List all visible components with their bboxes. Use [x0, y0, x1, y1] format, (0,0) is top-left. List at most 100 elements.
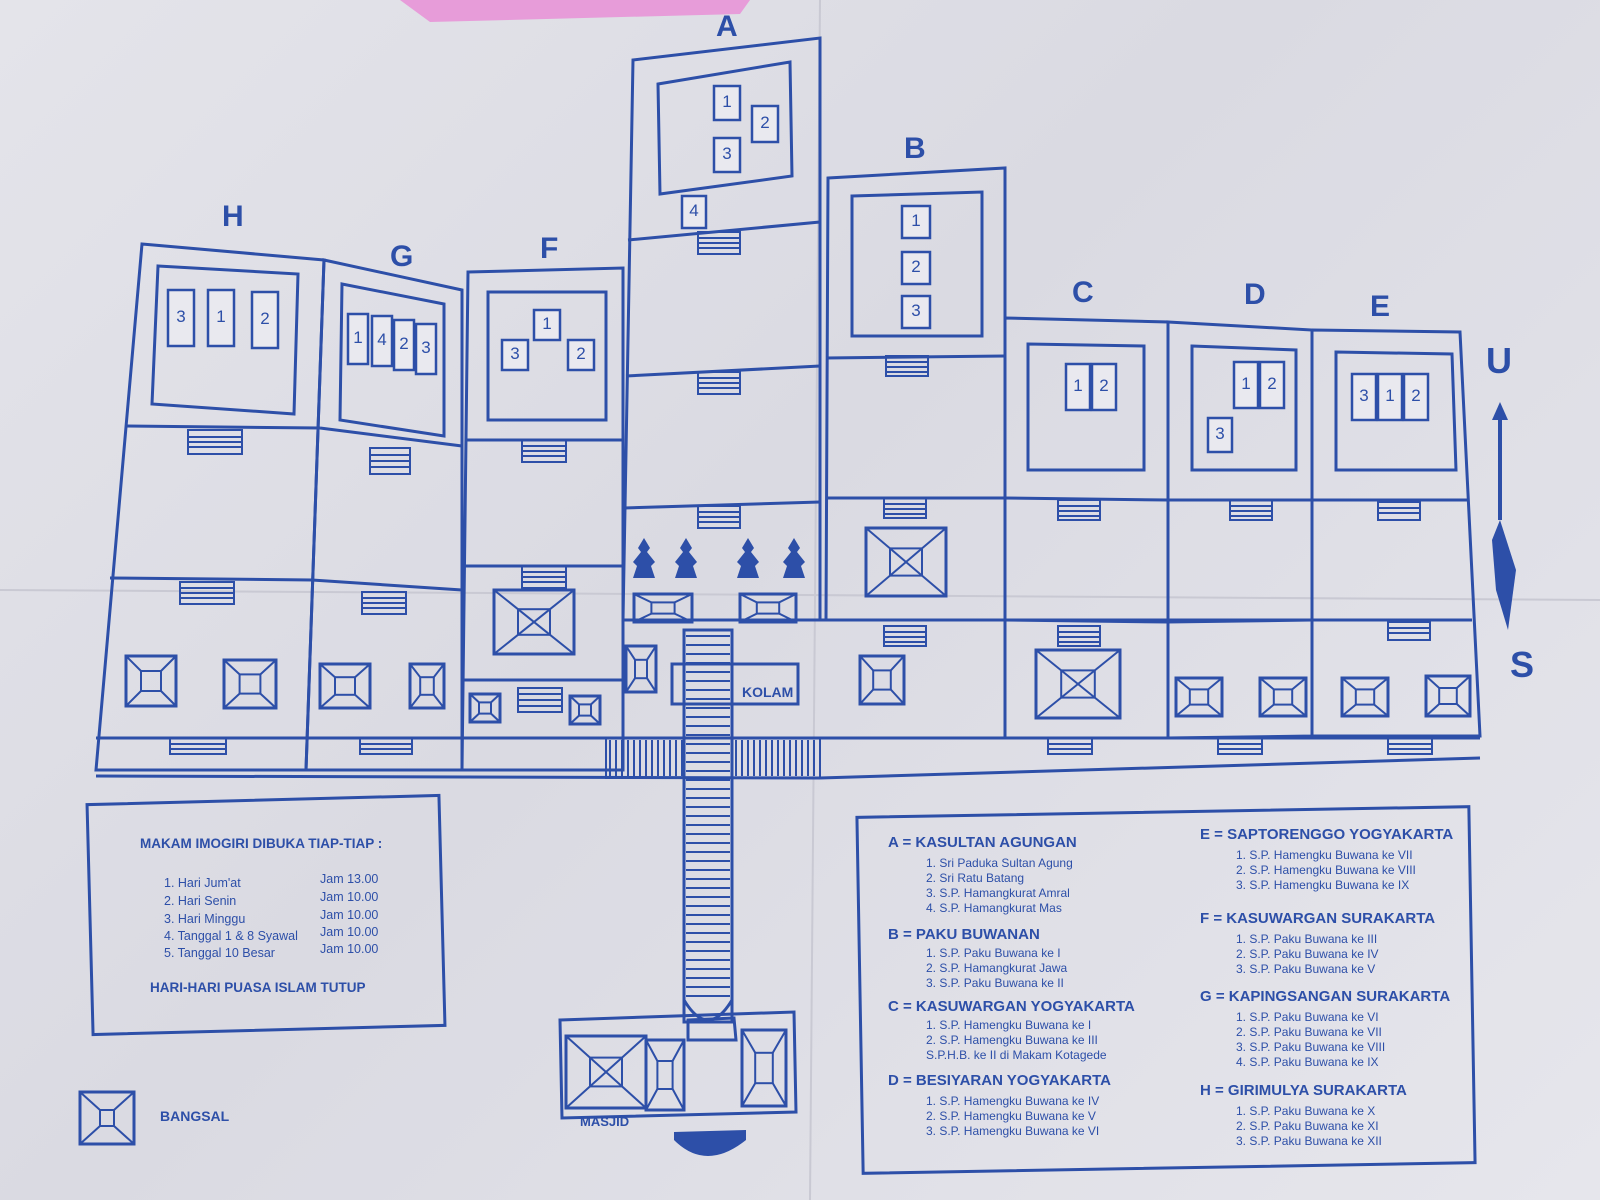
tomb-number-a: 3: [722, 144, 732, 163]
tomb-number-h: 3: [176, 307, 186, 326]
tomb-box-a: [712, 136, 742, 174]
legend-d-item: 3. S.P. Hamengku Buwana ke VI: [926, 1124, 1100, 1138]
pavilion-icon: [1424, 674, 1472, 718]
pavilion-icon: [1174, 676, 1224, 718]
schedule-day: 3. Hari Minggu: [164, 912, 246, 926]
tomb-box-c: [1064, 362, 1092, 412]
section-a-block: [621, 36, 822, 622]
schedule-time: Jam 10.00: [320, 908, 379, 922]
tomb-number-e: 1: [1385, 386, 1395, 405]
compass-south-label: S: [1510, 644, 1535, 685]
legend-f-item: 2. S.P. Paku Buwana ke IV: [1236, 947, 1379, 961]
kolam-label: KOLAM: [742, 684, 794, 700]
legend-h-item: 1. S.P. Paku Buwana ke X: [1236, 1104, 1376, 1118]
pavilion-cross-icon: [492, 588, 576, 656]
gate-band: [605, 737, 821, 779]
schedule-title: MAKAM IMOGIRI DIBUKA TIAP-TIAP :: [140, 836, 383, 851]
tomb-box-a: [750, 104, 780, 144]
schedule-time: Jam 13.00: [320, 872, 379, 886]
legend-c-item: S.P.H.B. ke II di Makam Kotagede: [926, 1048, 1107, 1062]
north-arrow: [1492, 402, 1516, 630]
legend-a-item: 3. S.P. Hamangkurat Amral: [926, 886, 1070, 900]
legend-a-item: 1. Sri Paduka Sultan Agung: [926, 856, 1073, 870]
legend-b-item: 2. S.P. Hamangkurat Jawa: [926, 961, 1068, 975]
pavilion-icon: [644, 1038, 686, 1112]
pavilion-icon: [624, 644, 658, 694]
legend-f-title: F = KASUWARGAN SURAKARTA: [1200, 910, 1436, 927]
tomb-box-b: [900, 294, 932, 330]
legend-e-item: 2. S.P. Hamengku Buwana ke VIII: [1236, 863, 1416, 877]
pavilion-icon: [632, 592, 694, 624]
tomb-number-b: 1: [911, 211, 921, 230]
tomb-number-a: 4: [689, 201, 699, 220]
pavilion-icon: [1340, 676, 1390, 718]
gate-statues: [633, 538, 805, 578]
pavilion-cross-icon: [1034, 648, 1122, 720]
tomb-number-c: 1: [1073, 376, 1083, 395]
schedule-box: [85, 793, 447, 1037]
tomb-number-a: 2: [760, 113, 770, 132]
pavilion-icon: [318, 662, 372, 710]
tomb-box-f: [500, 338, 530, 372]
legend-b-item: 3. S.P. Paku Buwana ke II: [926, 976, 1064, 990]
legend-h-title: H = GIRIMULYA SURAKARTA: [1200, 1082, 1407, 1099]
tomb-number-g: 4: [377, 330, 387, 349]
pavilion-cross-icon: [564, 1034, 648, 1110]
legend-g-item: 3. S.P. Paku Buwana ke VIII: [1236, 1040, 1386, 1054]
legend-box: [855, 805, 1477, 1175]
tomb-number-a: 1: [722, 92, 732, 111]
masjid-label: MASJID: [580, 1114, 630, 1129]
legend-h-item: 2. S.P. Paku Buwana ke XI: [1236, 1119, 1379, 1133]
legend-a-item: 2. Sri Ratu Batang: [926, 871, 1025, 885]
legend-d-item: 2. S.P. Hamengku Buwana ke V: [926, 1109, 1096, 1123]
tomb-number-g: 1: [353, 328, 363, 347]
tomb-number-g: 3: [421, 338, 431, 357]
tomb-box-h: [250, 290, 280, 350]
schedule-day: 5. Tanggal 10 Besar: [164, 946, 275, 960]
bangsal-legend-icon: [78, 1090, 136, 1146]
schedule-day: 1. Hari Jum'at: [164, 876, 241, 890]
gate-statue-icon: [783, 538, 805, 578]
legend-e-item: 1. S.P. Hamengku Buwana ke VII: [1236, 848, 1413, 862]
stairs: [169, 231, 1433, 755]
kolam-pool: [670, 662, 800, 706]
tomb-number-g: 2: [399, 334, 409, 353]
schedule-time: Jam 10.00: [320, 925, 379, 939]
tomb-box-e: [1350, 372, 1378, 422]
section-label-d: D: [1244, 278, 1266, 311]
tomb-number-c: 2: [1099, 376, 1109, 395]
legend-c-item: 2. S.P. Hamengku Buwana ke III: [926, 1033, 1098, 1047]
legend-b-title: B = PAKU BUWANAN: [888, 926, 1040, 943]
tomb-number-h: 2: [260, 309, 270, 328]
legend-b-item: 1. S.P. Paku Buwana ke I: [926, 946, 1061, 960]
compass-north-label: U: [1486, 340, 1512, 381]
legend-g-item: 2. S.P. Paku Buwana ke VII: [1236, 1025, 1382, 1039]
legend-f-item: 3. S.P. Paku Buwana ke V: [1236, 962, 1376, 976]
schedule-time: Jam 10.00: [320, 942, 379, 956]
legend-c-item: 1. S.P. Hamengku Buwana ke I: [926, 1018, 1092, 1032]
highlight-mark: [400, 0, 750, 22]
legend-g-item: 1. S.P. Paku Buwana ke VI: [1236, 1010, 1379, 1024]
section-label-c: C: [1072, 276, 1094, 309]
legend-e-title: E = SAPTORENGGO YOGYAKARTA: [1200, 826, 1454, 843]
legend-f-item: 1. S.P. Paku Buwana ke III: [1236, 932, 1378, 946]
masjid-building: [558, 1010, 798, 1156]
tomb-box-g: [370, 314, 394, 368]
legend-e-item: 3. S.P. Hamengku Buwana ke IX: [1236, 878, 1410, 892]
tomb-box-f: [532, 308, 562, 342]
pavilion-icon: [740, 1028, 788, 1108]
tomb-box-f: [566, 338, 596, 372]
tomb-box-b: [900, 204, 932, 240]
pavilion-icon: [858, 654, 906, 706]
tomb-box-d: [1206, 416, 1234, 454]
gate-statue-icon: [737, 538, 759, 578]
section-label-a: A: [716, 10, 738, 43]
tomb-number-h: 1: [216, 307, 226, 326]
tomb-number-f: 1: [542, 314, 552, 333]
section-label-h: H: [222, 200, 244, 233]
schedule-day: 4. Tanggal 1 & 8 Syawal: [164, 929, 298, 943]
tomb-box-h: [166, 288, 196, 348]
tomb-box-e: [1376, 372, 1404, 422]
tomb-number-b: 2: [911, 257, 921, 276]
